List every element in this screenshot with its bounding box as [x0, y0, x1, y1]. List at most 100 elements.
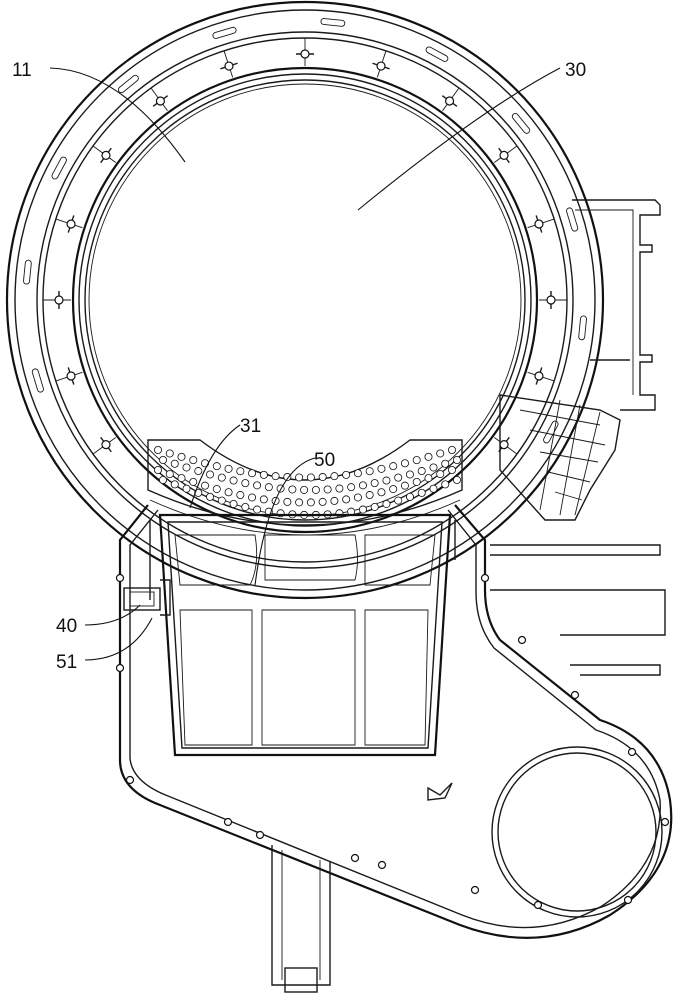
perforation-hole	[225, 489, 232, 496]
rib-fastener	[67, 372, 75, 380]
housing-slot	[425, 46, 449, 63]
perforation-hole	[390, 486, 397, 493]
perforation-hole	[206, 471, 213, 478]
perforation-hole	[307, 499, 314, 506]
housing-slot	[578, 316, 586, 340]
perforation-hole	[371, 503, 378, 510]
perforation-hole	[190, 457, 197, 464]
rivet	[257, 832, 264, 839]
label-sensor: 40	[56, 616, 77, 637]
perforation-hole	[336, 485, 343, 492]
label-drum: 11	[12, 60, 32, 81]
perforation-hole	[260, 471, 267, 478]
perforation-hole	[366, 491, 373, 498]
perforation-hole	[343, 496, 350, 503]
rivet	[482, 575, 489, 582]
housing-slot	[566, 207, 579, 232]
leader-lines	[50, 68, 560, 660]
perforation-hole	[248, 470, 255, 477]
perforation-hole	[242, 480, 249, 487]
perforation-hole	[237, 468, 244, 475]
perforation-hole	[178, 453, 185, 460]
perforation-hole	[284, 498, 291, 505]
perforation-hole	[183, 485, 190, 492]
perforation-hole	[354, 470, 361, 477]
rib-fastener	[535, 220, 543, 228]
right-side-bracket	[572, 200, 660, 410]
perforation-hole	[448, 446, 455, 453]
perforation-hole	[206, 493, 213, 500]
rivet	[662, 819, 669, 826]
perforation-hole	[159, 456, 166, 463]
rivet	[117, 575, 124, 582]
perforation-hole	[331, 473, 338, 480]
perforation-hole	[348, 484, 355, 491]
label-filter-box: 50	[314, 450, 335, 471]
perforation-hole	[301, 486, 308, 493]
perforation-hole	[248, 494, 255, 501]
rivet	[117, 665, 124, 672]
perforation-hole	[230, 500, 237, 507]
vent-grille	[500, 395, 620, 520]
drain-pipe	[272, 845, 330, 992]
rivet	[225, 819, 232, 826]
perforation-hole	[260, 496, 267, 503]
rib-fastener	[377, 62, 385, 70]
rib-fastener	[500, 151, 508, 159]
rib-fastener	[156, 97, 164, 105]
label-sensor-mount: 51	[56, 652, 77, 673]
rivet	[572, 692, 579, 699]
perforation-hole	[406, 471, 413, 478]
perforation-hole	[171, 460, 178, 467]
perforation-hole	[183, 464, 190, 471]
perforation-hole	[166, 470, 173, 477]
perforation-hole	[253, 506, 260, 513]
rivet	[472, 887, 479, 894]
rib-fastener	[535, 372, 543, 380]
rivet	[629, 749, 636, 756]
rib-fastener	[102, 441, 110, 449]
rivet	[379, 862, 386, 869]
rivet	[625, 897, 632, 904]
perforation-hole	[319, 498, 326, 505]
perforation-hole	[442, 481, 449, 488]
perforation-hole	[359, 482, 366, 489]
rib-fastener	[55, 296, 63, 304]
perforation-hole	[453, 456, 460, 463]
perforation-hole	[178, 474, 185, 481]
perforation-hole	[395, 497, 402, 504]
rib-fastener	[500, 441, 508, 449]
perforation-hole	[154, 466, 161, 473]
perforation-hole	[218, 474, 225, 481]
perforation-hole	[390, 463, 397, 470]
perforation-hole	[171, 481, 178, 488]
perforation-hole	[296, 499, 303, 506]
housing-slot	[51, 156, 68, 180]
perforation-hole	[425, 453, 432, 460]
perforation-hole	[307, 474, 314, 481]
rivet	[535, 902, 542, 909]
rib-fastener	[102, 151, 110, 159]
perforation-hole	[383, 477, 390, 484]
perforation-hole	[371, 480, 378, 487]
housing-slot	[23, 260, 31, 284]
perforation-hole	[166, 450, 173, 457]
perforation-hole	[437, 450, 444, 457]
perforation-hole	[225, 465, 232, 472]
perforation-hole	[296, 474, 303, 481]
perforation-hole	[448, 466, 455, 473]
perforation-hole	[312, 486, 319, 493]
perforation-hole	[378, 465, 385, 472]
rivet	[352, 855, 359, 862]
outer-housing	[7, 2, 603, 598]
rib-fastener	[547, 296, 555, 304]
perforation-hole	[401, 460, 408, 467]
rivet	[127, 777, 134, 784]
rivet	[519, 637, 526, 644]
perforation-hole	[359, 506, 366, 513]
perforation-hole	[237, 491, 244, 498]
perforation-hole	[201, 482, 208, 489]
lower-duct-housing	[120, 505, 671, 938]
perforation-hole	[430, 485, 437, 492]
perforation-hole	[395, 474, 402, 481]
